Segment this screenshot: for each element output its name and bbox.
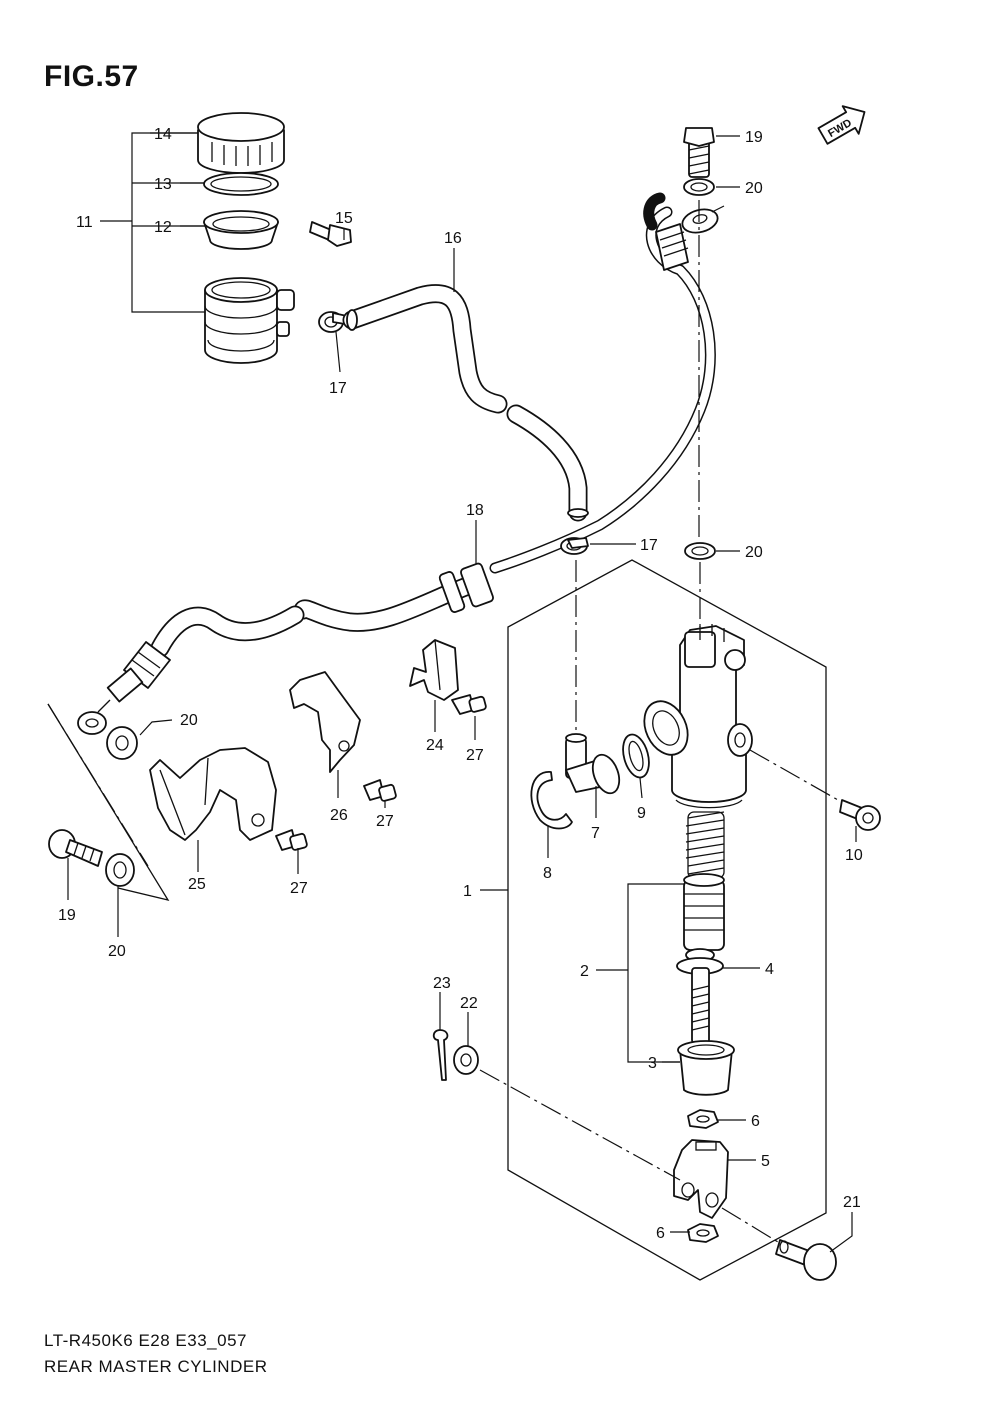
union-bolt-lower xyxy=(48,829,103,867)
sealing-washer-mid xyxy=(684,542,716,560)
callout-15: 15 xyxy=(335,210,353,227)
model-code: LT-R450K6 E28 E33_057 xyxy=(44,1331,247,1350)
reservoir-group-bracket xyxy=(100,132,205,313)
sealing-washer-left xyxy=(106,726,138,760)
o-ring xyxy=(622,733,650,779)
callout-25: 25 xyxy=(188,876,206,893)
callout-3: 3 xyxy=(648,1055,657,1072)
callout-10: 10 xyxy=(845,847,863,864)
diaphragm-plate xyxy=(203,172,279,196)
union-bolt-upper xyxy=(683,127,715,178)
hose-connector xyxy=(565,733,621,795)
dust-boot xyxy=(677,1040,735,1096)
callout-13: 13 xyxy=(154,176,172,193)
callout-21: 21 xyxy=(843,1194,861,1211)
callout-26: 26 xyxy=(330,807,348,824)
callout-11: 11 xyxy=(76,214,93,231)
callout-23: 23 xyxy=(433,975,451,992)
callout-27-c: 27 xyxy=(290,880,308,897)
screw-27-b xyxy=(363,779,397,802)
figure-title: FIG.57 xyxy=(44,60,139,93)
upper-banjo-fitting xyxy=(643,192,725,271)
screw-27-a xyxy=(451,694,487,715)
reservoir-cap xyxy=(197,112,285,174)
callout-17-upper: 17 xyxy=(329,380,347,397)
callout-20-mid: 20 xyxy=(745,544,763,561)
callout-4: 4 xyxy=(765,961,774,978)
callout-19-lower: 19 xyxy=(58,907,76,924)
lower-banjo-fitting xyxy=(77,641,171,735)
diagram-name: REAR MASTER CYLINDER xyxy=(44,1357,268,1376)
screw-27-c xyxy=(275,829,308,851)
callout-20-left: 20 xyxy=(180,712,198,729)
clevis-pin xyxy=(775,1239,837,1281)
piston xyxy=(683,873,725,951)
lock-nut-lower xyxy=(687,1223,719,1243)
return-spring xyxy=(685,811,725,879)
hose-clamp-lower xyxy=(560,537,589,555)
screw-10 xyxy=(839,799,881,831)
callout-14: 14 xyxy=(154,126,172,143)
line-clamp-26 xyxy=(289,671,361,773)
callout-24: 24 xyxy=(426,737,444,754)
callout-22: 22 xyxy=(460,995,478,1012)
callout-27-a: 27 xyxy=(466,747,484,764)
reservoir-hose xyxy=(342,284,589,522)
callout-27-b: 27 xyxy=(376,813,394,830)
callout-12: 12 xyxy=(154,219,172,236)
callout-6-upper: 6 xyxy=(751,1113,760,1130)
clevis xyxy=(673,1139,729,1219)
callout-2: 2 xyxy=(580,963,589,980)
callout-18: 18 xyxy=(466,502,484,519)
callout-20-upper: 20 xyxy=(745,180,763,197)
callout-8: 8 xyxy=(543,865,552,882)
callout-6-lower: 6 xyxy=(656,1225,665,1242)
master-cylinder-body xyxy=(643,624,753,809)
brake-line-grommet xyxy=(438,562,494,613)
master-cylinder-assembly-outline xyxy=(507,559,827,1281)
callout-9: 9 xyxy=(637,805,646,822)
cotter-pin xyxy=(432,1029,449,1081)
callout-20-lower: 20 xyxy=(108,943,126,960)
reservoir-body xyxy=(204,277,295,364)
brake-line-lower xyxy=(150,575,480,658)
push-rod xyxy=(676,948,724,1044)
line-bracket-25 xyxy=(149,747,277,841)
sealing-washer-lower xyxy=(105,853,135,887)
callout-5: 5 xyxy=(761,1153,770,1170)
callout-16: 16 xyxy=(444,230,462,247)
circlip xyxy=(530,771,573,830)
lock-nut-upper xyxy=(687,1109,719,1129)
line-clamp-24 xyxy=(409,639,459,701)
leader-lines xyxy=(67,132,857,1253)
sealing-washer-upper xyxy=(683,178,715,196)
callout-17-lower: 17 xyxy=(640,537,658,554)
reservoir-diaphragm xyxy=(203,210,279,250)
callout-7: 7 xyxy=(591,825,600,842)
plain-washer xyxy=(453,1045,479,1075)
callout-1: 1 xyxy=(463,883,472,900)
callout-19-upper: 19 xyxy=(745,129,763,146)
forward-arrow-icon: FWD xyxy=(817,105,866,145)
reservoir-bolt xyxy=(309,221,352,247)
